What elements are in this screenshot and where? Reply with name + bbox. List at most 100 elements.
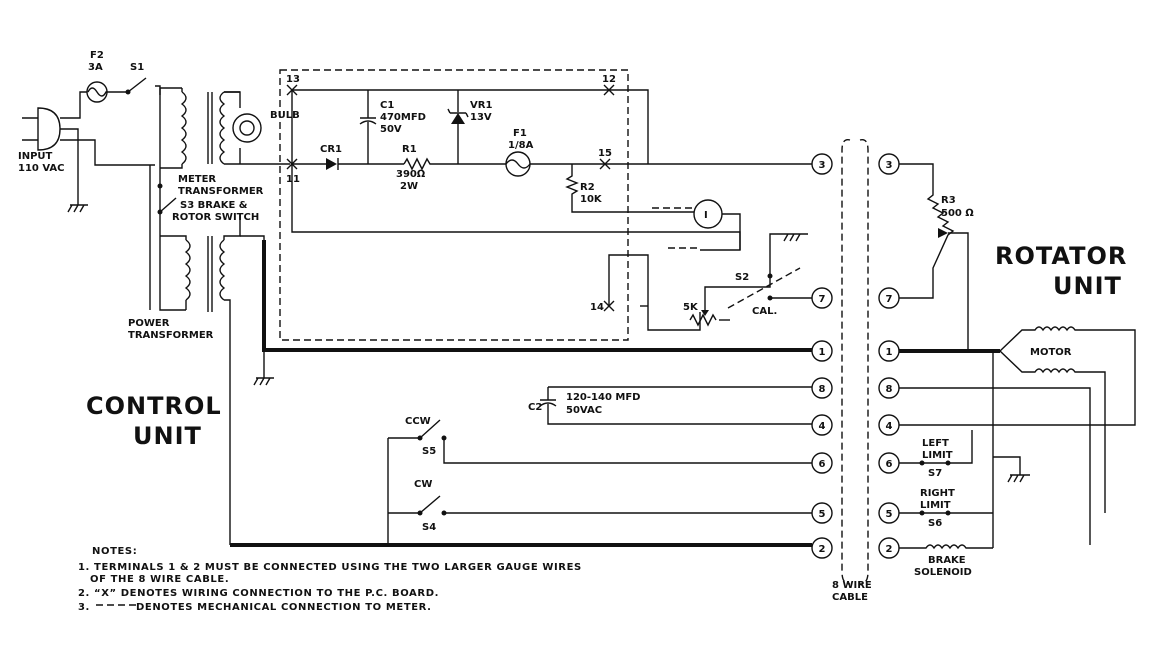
terminal-left-8: 8 — [819, 384, 826, 395]
power-transformer-label-1: POWER — [128, 318, 170, 329]
terminal-left-2: 2 — [819, 544, 826, 555]
brake-solenoid-label-2: SOLENOID — [914, 567, 972, 578]
ccw-label: CCW — [405, 416, 431, 427]
left-limit-label-1: LEFT — [922, 438, 949, 449]
cal-label: CAL. — [752, 306, 777, 317]
pcb-point-13: 13 — [286, 74, 300, 85]
zener-vr1 — [447, 90, 469, 164]
zener-vr1-value: 13V — [470, 112, 492, 123]
motor — [899, 326, 1136, 513]
switch-s4-label: S4 — [422, 522, 436, 533]
terminal-right-3: 3 — [886, 160, 893, 171]
fuse-f2-name: F2 — [90, 50, 104, 61]
meter-i — [648, 199, 741, 250]
note-1-line-2: OF THE 8 WIRE CABLE. — [90, 574, 229, 585]
zener-vr1-name: VR1 — [470, 100, 492, 111]
switch-s2 — [727, 233, 812, 309]
resistor-r3 — [899, 163, 969, 351]
cw-label: CW — [414, 479, 432, 490]
notes-heading: NOTES: — [92, 546, 137, 557]
motor-label: MOTOR — [1030, 347, 1072, 358]
diode-cr1 — [326, 158, 404, 170]
capacitor-c1-voltage: 50V — [380, 124, 402, 135]
pcb-point-11: 11 — [286, 174, 300, 185]
terminal-left-6: 6 — [819, 459, 826, 470]
terminal-right-5: 5 — [886, 509, 893, 520]
pcb-point-15: 15 — [598, 148, 612, 159]
diode-cr1-label: CR1 — [320, 144, 342, 155]
capacitor-c1-value: 470MFD — [380, 112, 426, 123]
input-voltage-label: 110 VAC — [18, 163, 65, 174]
switch-s5-label: S5 — [422, 446, 436, 457]
switch-s6 — [899, 510, 993, 516]
switch-s7 — [899, 430, 973, 466]
note-1-line-1: 1. TERMINALS 1 & 2 MUST BE CONNECTED USI… — [78, 562, 582, 573]
right-limit-label-1: RIGHT — [920, 488, 955, 499]
pc-board-outline — [279, 69, 629, 341]
terminal-left-3: 3 — [819, 160, 826, 171]
switch-s1-label: S1 — [130, 62, 144, 73]
terminal-left-7: 7 — [819, 294, 826, 305]
input-label: INPUT — [18, 151, 53, 162]
terminal-right-6: 6 — [886, 459, 893, 470]
capacitor-c1-name: C1 — [380, 100, 394, 111]
fuse-f1 — [456, 151, 605, 177]
bulb-label: BULB — [270, 110, 300, 121]
resistor-r1 — [403, 157, 456, 171]
note-3-text: DENOTES MECHANICAL CONNECTION TO METER. — [136, 602, 432, 613]
capacitor-c2-value: 120-140 MFD — [566, 392, 640, 403]
switch-s6-label: S6 — [928, 518, 942, 529]
bulb — [224, 91, 262, 164]
meter-transformer-label-2: TRANSFORMER — [178, 186, 264, 197]
left-limit-label-2: LIMIT — [922, 450, 953, 461]
terminal-left-1: 1 — [819, 347, 826, 358]
resistor-r2 — [565, 164, 648, 213]
terminals-left — [811, 153, 833, 559]
right-limit-label-2: LIMIT — [920, 500, 951, 511]
resistor-r1-power: 2W — [400, 181, 418, 192]
brake-solenoid — [899, 544, 993, 550]
resistor-r1-value: 390Ω — [396, 169, 426, 180]
rotator-unit-title-1: ROTATOR — [995, 242, 1127, 270]
pcb-point-12: 12 — [602, 74, 616, 85]
terminals-right — [878, 153, 900, 559]
cable-bundle — [841, 139, 869, 585]
resistor-r2-value: 10K — [580, 194, 603, 205]
power-transformer — [160, 215, 812, 545]
resistor-r3-value: 500 Ω — [941, 208, 974, 219]
fuse-f2 — [86, 81, 126, 103]
meter-transformer-label-1: METER — [178, 174, 216, 185]
input-plug — [22, 91, 155, 213]
control-unit-title-2: UNIT — [133, 422, 202, 450]
terminal-right-1: 1 — [886, 347, 893, 358]
switch-s2-label: S2 — [735, 272, 749, 283]
resistor-r2-name: R2 — [580, 182, 595, 193]
capacitor-c2 — [539, 386, 812, 425]
control-unit-title-1: CONTROL — [86, 392, 222, 420]
fuse-f2-rating: 3A — [88, 62, 103, 73]
terminal-right-8: 8 — [886, 384, 893, 395]
potentiometer-5k — [689, 233, 786, 327]
cable-label-1: 8 WIRE — [832, 580, 872, 591]
terminal-right-4: 4 — [886, 421, 893, 432]
pot-5k-label: 5K — [683, 302, 699, 313]
switch-s3-label-1: S3 BRAKE & — [180, 200, 248, 211]
cable-label-2: CABLE — [832, 592, 868, 603]
switch-s3-label-2: ROTOR SWITCH — [172, 212, 259, 223]
terminal-right-2: 2 — [886, 544, 893, 555]
resistor-r3-name: R3 — [941, 195, 956, 206]
note-2: 2. “X” DENOTES WIRING CONNECTION TO THE … — [78, 588, 439, 599]
meter-i-label: I — [704, 210, 708, 221]
switch-s3 — [157, 183, 177, 215]
terminal-left-5: 5 — [819, 509, 826, 520]
capacitor-c2-name: C2 — [528, 402, 542, 413]
rotator-unit-title-2: UNIT — [1053, 272, 1122, 300]
fuse-f1-name: F1 — [513, 128, 527, 139]
pcb-point-14: 14 — [590, 302, 604, 313]
fuse-f1-rating: 1/8A — [508, 140, 534, 151]
terminal-right-7: 7 — [886, 294, 893, 305]
capacitor-c2-voltage: 50VAC — [566, 405, 602, 416]
resistor-r1-name: R1 — [402, 144, 417, 155]
switch-s7-label: S7 — [928, 468, 942, 479]
